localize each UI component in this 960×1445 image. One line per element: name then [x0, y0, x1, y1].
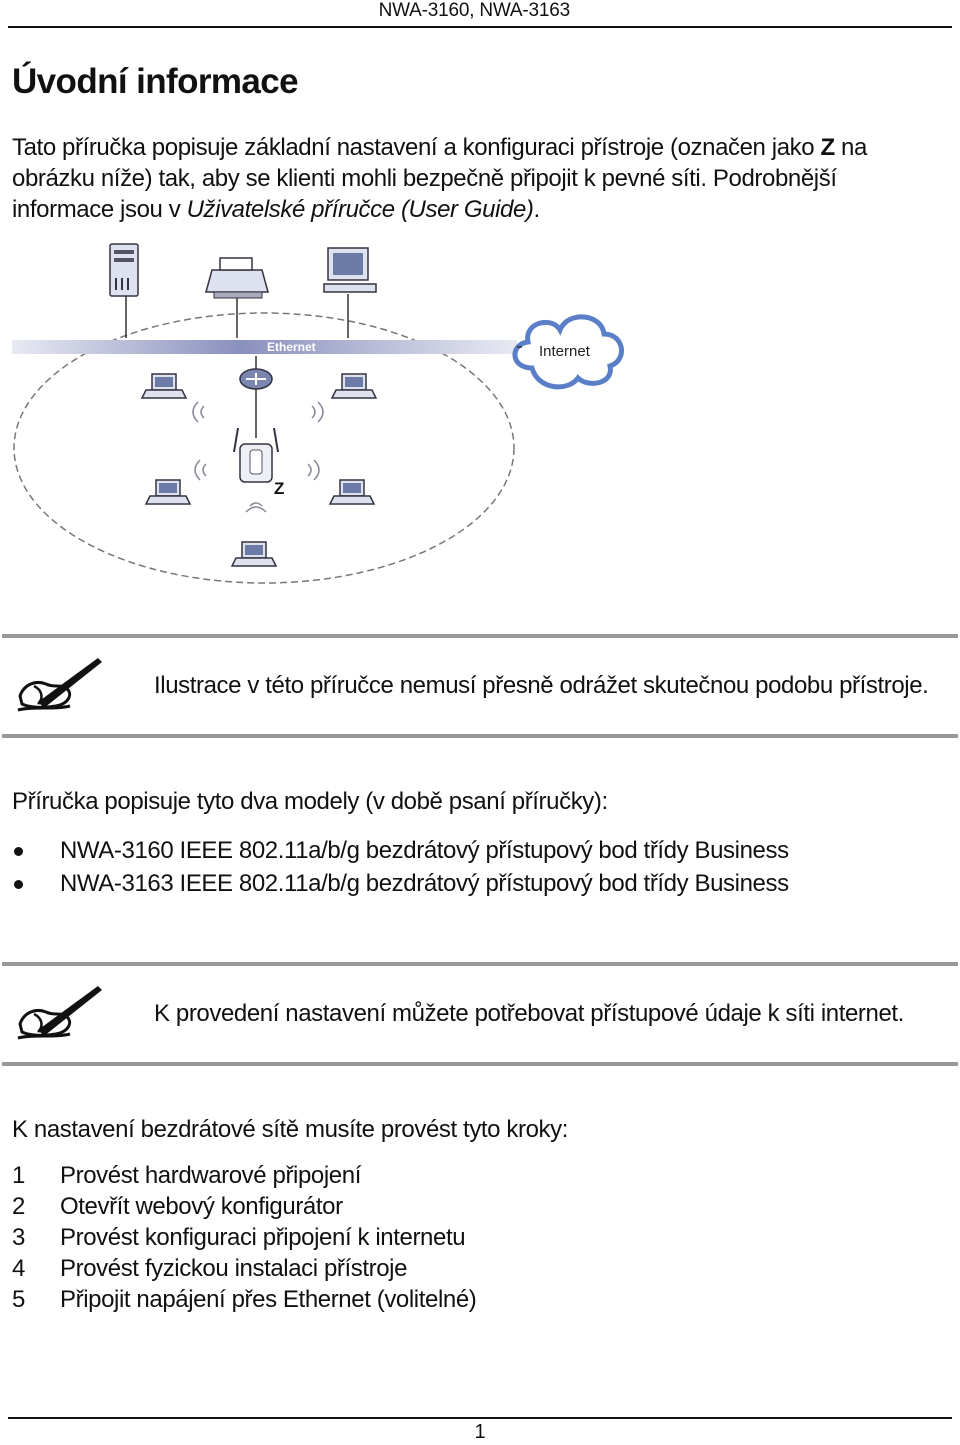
note-rule-bottom	[2, 1062, 958, 1066]
intro-device-letter: Z	[820, 134, 835, 161]
note-rule-top	[2, 634, 958, 638]
ethernet-label: Ethernet	[267, 340, 316, 354]
intro-text-1: Tato příručka popisuje základní nastaven…	[12, 134, 821, 161]
access-point-label: Z	[274, 479, 284, 498]
intro-paragraph: Tato příručka popisuje základní nastaven…	[12, 132, 942, 225]
bullet-icon	[14, 847, 23, 856]
pen-note-icon	[17, 658, 102, 712]
page-number: 1	[474, 1421, 486, 1443]
note-text: Ilustrace v této příručce nemusí přesně …	[154, 672, 929, 699]
network-diagram: Ethernet Internet Z	[12, 243, 624, 584]
note-box-credentials: K provedení nastavení můžete potřebovat …	[0, 962, 960, 1066]
intro-guide-reference: Uživatelské příručce (User Guide)	[186, 196, 534, 223]
steps-intro: K nastavení bezdrátové sítě musíte prové…	[12, 1116, 569, 1143]
models-intro: Příručka popisuje tyto dva modely (v dob…	[12, 788, 608, 815]
router-icon	[239, 368, 273, 390]
server-icon	[109, 243, 139, 297]
footer-rule	[8, 1417, 952, 1419]
note-box-illustration: Ilustrace v této příručce nemusí přesně …	[0, 634, 960, 738]
wireless-coverage-area	[13, 312, 515, 584]
wireless-signal-icons	[192, 401, 324, 513]
pen-note-icon	[17, 986, 102, 1040]
ethernet-bus	[12, 340, 517, 354]
page-title: Úvodní informace	[12, 62, 299, 101]
printer-icon	[205, 257, 269, 299]
note-text: K provedení nastavení můžete potřebovat …	[154, 1000, 904, 1027]
intro-text-2: na obrázku níže) tak, aby se klienti moh…	[12, 134, 867, 223]
note-rule-top	[2, 962, 958, 966]
access-point-icon	[233, 427, 279, 483]
internet-cloud-icon: Internet	[512, 314, 624, 390]
note-rule-bottom	[2, 734, 958, 738]
header-rule	[8, 26, 952, 28]
running-header: NWA-3160, NWA-3163	[378, 0, 571, 21]
list-item: NWA-3160 IEEE 802.11a/b/g bezdrátový pří…	[12, 834, 789, 867]
intro-text-3: .	[533, 196, 541, 223]
list-item: NWA-3163 IEEE 802.11a/b/g bezdrátový pří…	[12, 867, 789, 900]
internet-label: Internet	[539, 343, 591, 360]
bullet-icon	[14, 880, 23, 889]
models-list: NWA-3160 IEEE 802.11a/b/g bezdrátový pří…	[12, 834, 789, 900]
desktop-computer-icon	[323, 247, 377, 293]
